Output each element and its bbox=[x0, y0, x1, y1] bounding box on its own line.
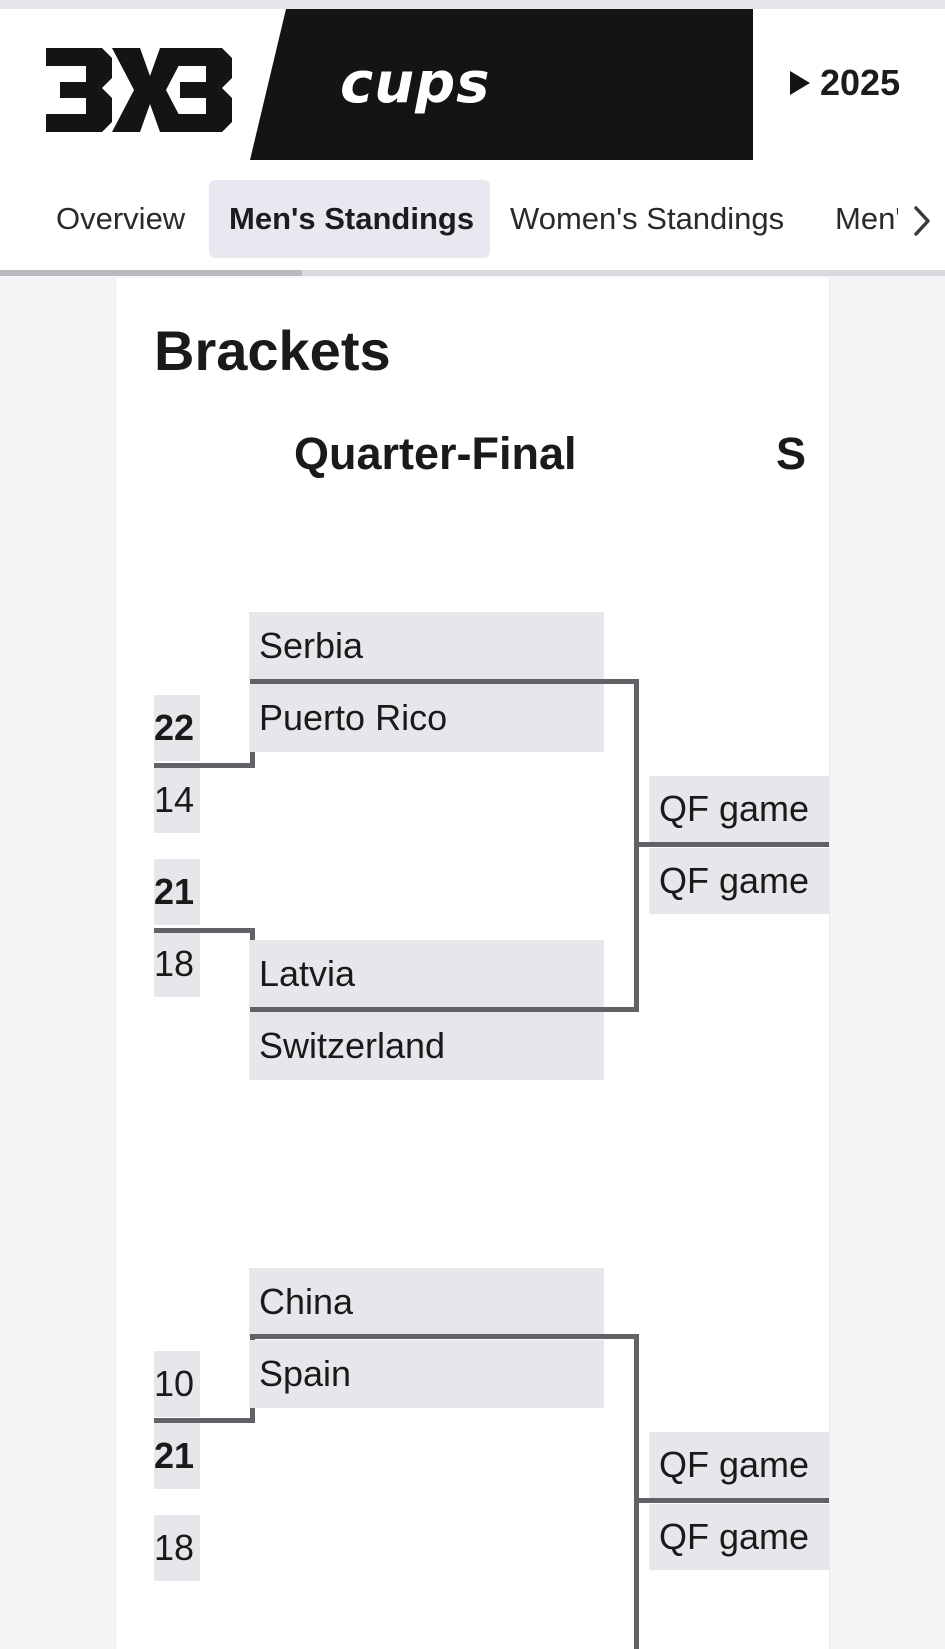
bracket-connector bbox=[634, 1334, 639, 1649]
top-strip bbox=[0, 0, 945, 9]
brand-panel bbox=[250, 9, 753, 160]
team-slot[interactable]: Puerto Rico bbox=[249, 684, 604, 752]
bracket-connector bbox=[634, 1498, 829, 1503]
bracket-connector bbox=[154, 1418, 254, 1423]
page-title: Brackets bbox=[154, 319, 391, 382]
year-label: 2025 bbox=[820, 62, 901, 103]
site-header: cups 2025 bbox=[0, 9, 945, 160]
tab-womens-standings[interactable]: Women's Standings bbox=[510, 201, 785, 236]
score-cell: 14 bbox=[154, 767, 200, 833]
round-title-quarter-final: Quarter-Final bbox=[294, 428, 577, 479]
team-slot[interactable]: Switzerland bbox=[249, 1012, 604, 1080]
tab-overview[interactable]: Overview bbox=[56, 201, 186, 236]
semi-final-slot[interactable]: QF game bbox=[649, 776, 829, 842]
bracket-connector bbox=[250, 1007, 639, 1012]
bracket-area: 22 14 21 18 10 21 18 Serbia Puerto Rico … bbox=[154, 278, 829, 1649]
team-slot[interactable]: Spain bbox=[249, 1340, 604, 1408]
brand-name: cups bbox=[340, 51, 491, 116]
year-selector-button[interactable]: 2025 bbox=[790, 61, 900, 105]
chevron-right-icon bbox=[913, 206, 930, 236]
tab-bar: Overview Men's Standings Women's Standin… bbox=[0, 160, 945, 276]
team-slot[interactable]: Serbia bbox=[249, 612, 604, 680]
tab-scroll-indicator bbox=[0, 270, 945, 276]
score-cell: 10 bbox=[154, 1351, 200, 1417]
bracket-connector bbox=[154, 928, 254, 933]
team-slot[interactable]: China bbox=[249, 1268, 604, 1336]
tab-scroll-progress bbox=[0, 270, 303, 276]
brackets-card: Brackets Quarter-Final S 22 14 21 18 10 … bbox=[115, 278, 830, 1649]
team-slot[interactable]: Latvia bbox=[249, 940, 604, 1008]
score-cell: 18 bbox=[154, 1515, 200, 1581]
tab-scroll-right-button[interactable] bbox=[898, 196, 945, 246]
tab-mens-standings[interactable]: Men's Standings bbox=[209, 180, 490, 258]
semi-final-slot[interactable]: QF game bbox=[649, 848, 829, 914]
tab-list: Overview Men's Standings Women's Standin… bbox=[0, 160, 945, 272]
semi-final-slot[interactable]: QF game bbox=[649, 1504, 829, 1570]
score-cell: 22 bbox=[154, 695, 200, 761]
play-triangle-icon bbox=[790, 71, 810, 95]
bracket-connector bbox=[154, 763, 254, 768]
semi-final-slot[interactable]: QF game bbox=[649, 1432, 829, 1498]
tab-mens-partial[interactable]: Men's bbox=[835, 201, 899, 236]
score-cell: 21 bbox=[154, 859, 200, 925]
bracket-connector bbox=[250, 1334, 639, 1339]
bracket-connector bbox=[634, 842, 829, 847]
round-title-semi-final: S bbox=[776, 428, 807, 479]
score-cell: 18 bbox=[154, 931, 200, 997]
score-cell: 21 bbox=[154, 1423, 200, 1489]
bracket-connector bbox=[250, 679, 639, 684]
3x3-logo[interactable] bbox=[42, 42, 232, 137]
